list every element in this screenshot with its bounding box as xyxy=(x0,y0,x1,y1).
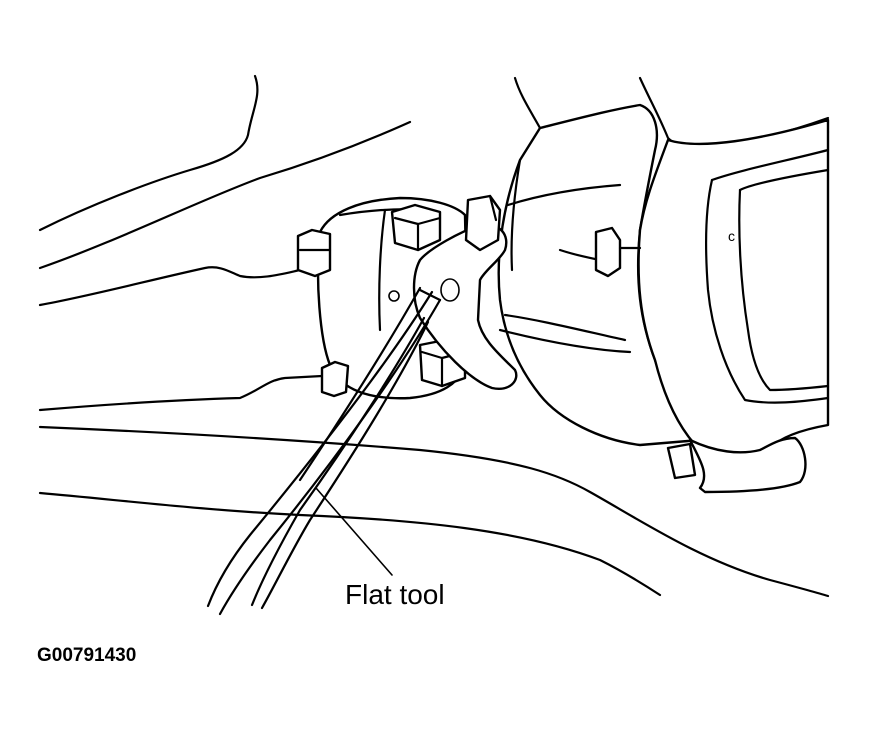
link-plate xyxy=(412,194,518,390)
flat-tool xyxy=(206,286,442,616)
knuckle-housing xyxy=(497,103,702,447)
underbody-outline xyxy=(38,74,830,598)
slot-mark-c-upper: c xyxy=(728,228,735,244)
flat-tool-label: Flat tool xyxy=(345,579,445,610)
flange-plate: c c xyxy=(637,118,830,465)
figure-id: G00791430 xyxy=(37,645,136,666)
callout-leader-line xyxy=(315,487,393,576)
knuckle-bolt xyxy=(594,226,642,278)
lower-foot xyxy=(666,436,807,494)
